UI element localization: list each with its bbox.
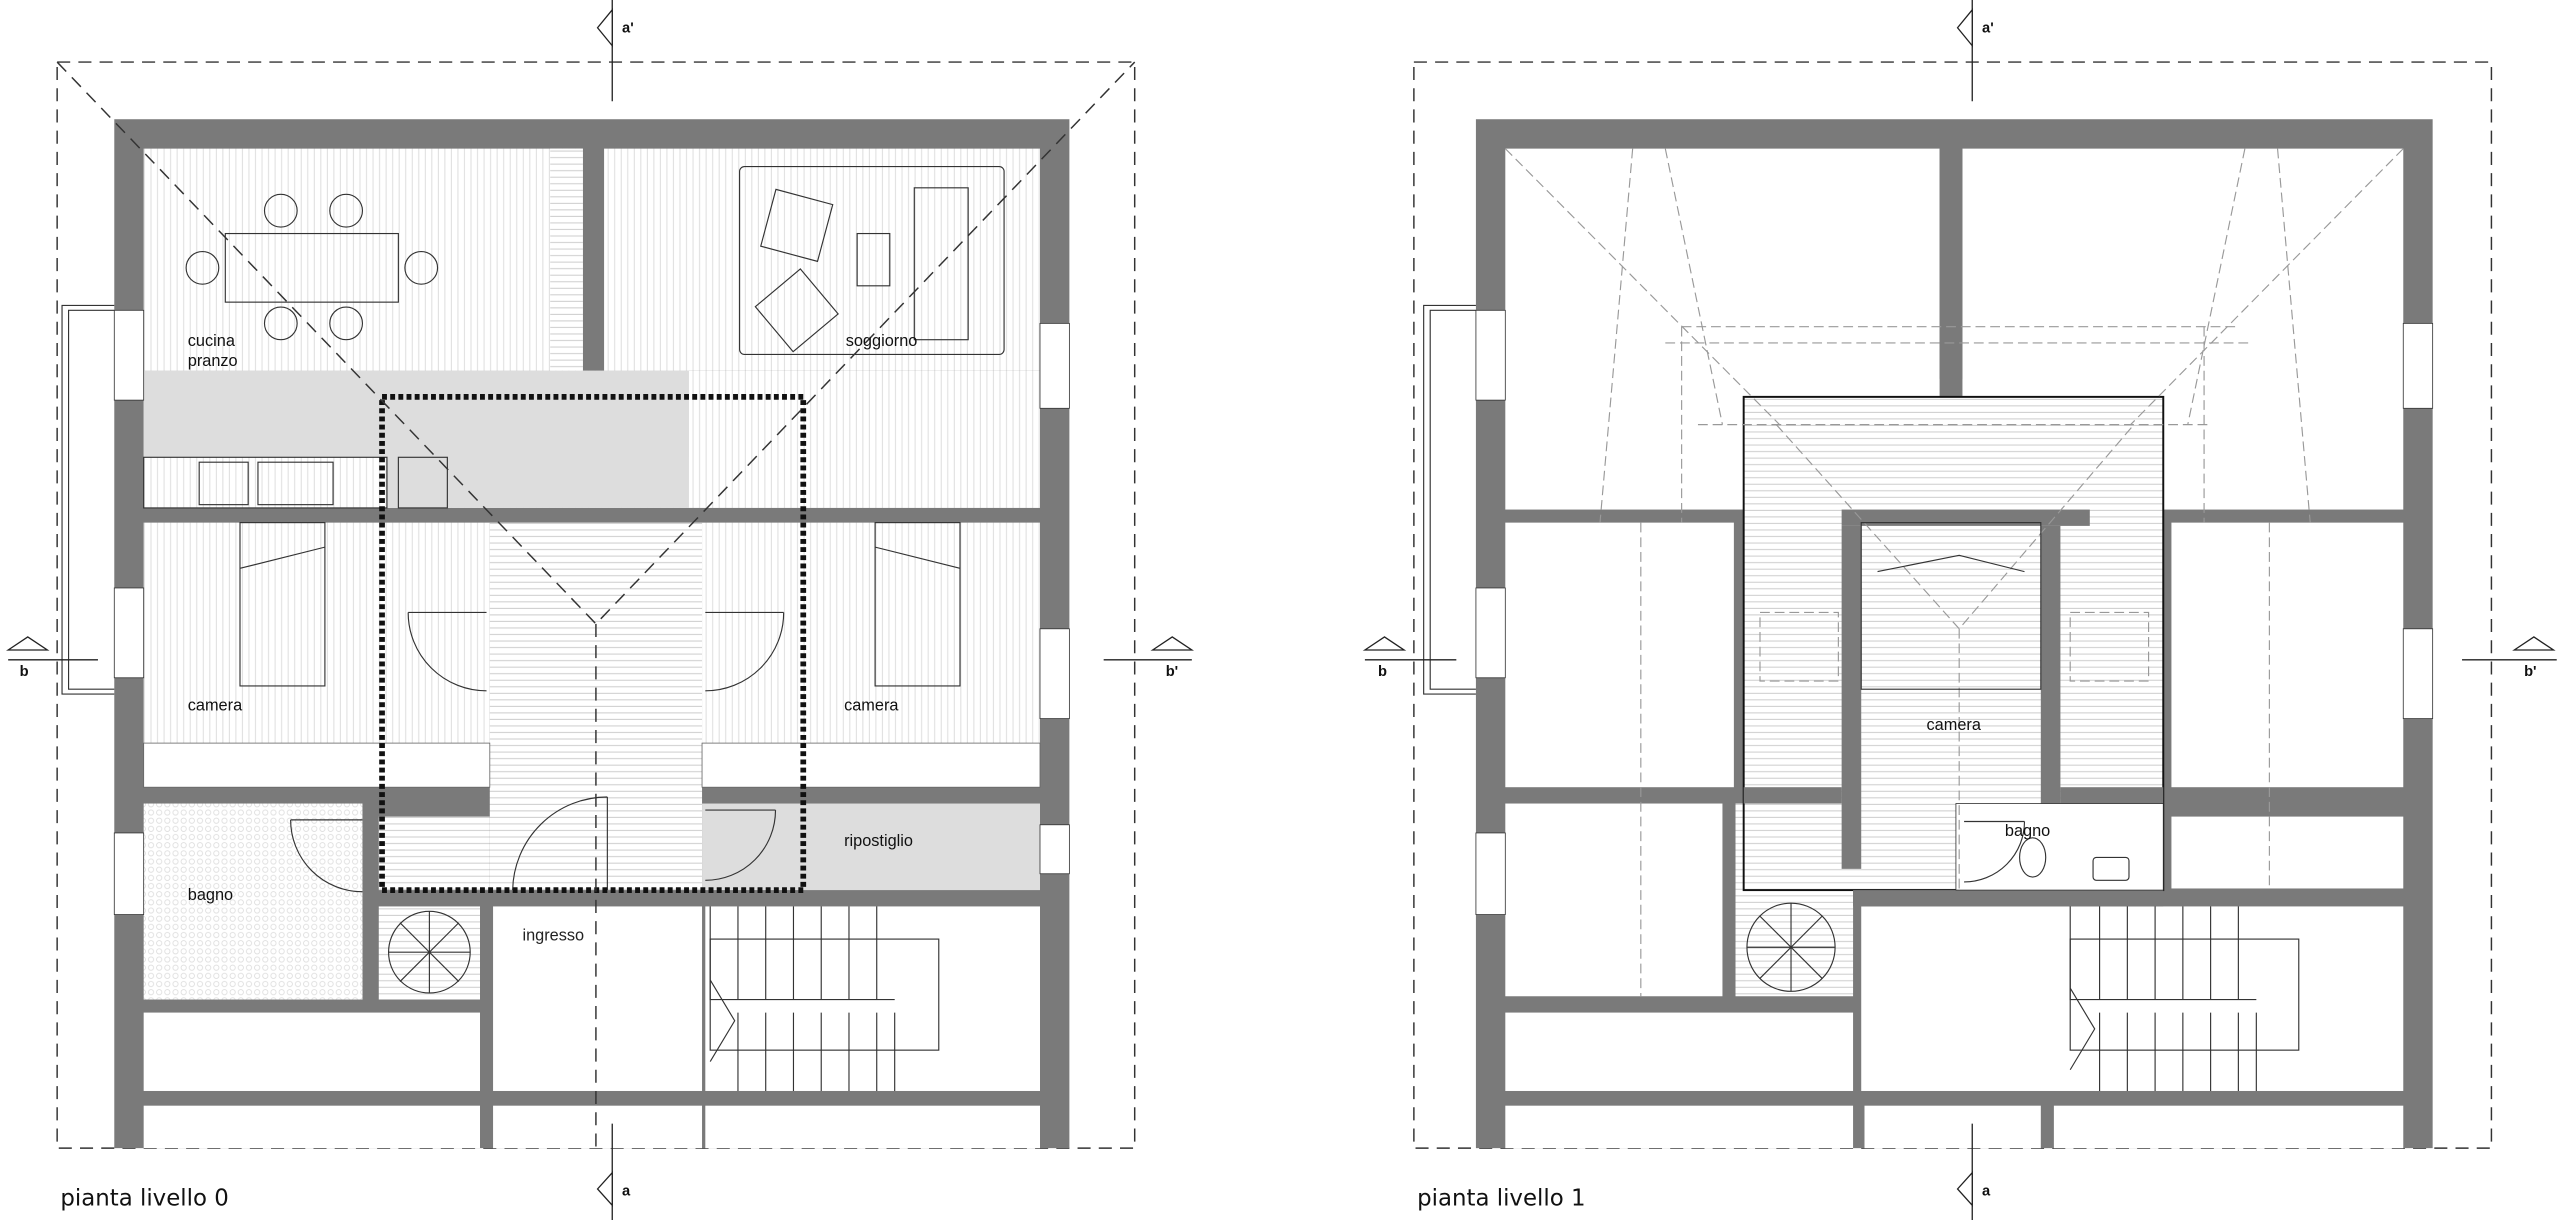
room-low-left: [1505, 803, 1723, 997]
room-label-camera-left: camera: [188, 696, 243, 714]
svg-text:a': a': [622, 21, 634, 37]
strip-3: [705, 1105, 1040, 1149]
living-furniture: [739, 166, 1005, 355]
balcony: [1423, 304, 1476, 695]
windows: [113, 309, 1070, 915]
kitchen-appliances: [143, 456, 448, 509]
room-low-right: [2171, 816, 2404, 889]
section-marker-a-bottom: a: [596, 1123, 631, 1220]
svg-text:a: a: [1982, 1184, 1991, 1200]
living-room: [604, 148, 1040, 371]
storage-room: [702, 803, 1040, 891]
strip-1: [1505, 1105, 1854, 1149]
section-marker-b-right: b': [1103, 636, 1194, 680]
svg-text:b': b': [1166, 664, 1178, 680]
room-label-bagno: bagno: [188, 886, 233, 904]
section-marker-b-right: b': [2462, 636, 2557, 680]
svg-text:b: b: [1378, 664, 1387, 680]
spiral-stair-icon: [1746, 902, 1836, 992]
section-marker-a-top: a': [1956, 0, 1994, 102]
roof-structure-lines: [1504, 148, 2404, 997]
room-label-camera-right: camera: [844, 696, 899, 714]
wardrobe-right: [701, 742, 1041, 788]
plan-level-1: camera bagno pianta livello 1 a' a b b': [1362, 0, 2557, 1220]
stairs: [709, 906, 940, 1091]
room-label-cucina: cucina: [188, 332, 236, 350]
svg-text:b: b: [20, 664, 29, 680]
inner-walls: [1743, 148, 2164, 907]
room-label-camera: camera: [1927, 716, 1982, 734]
section-marker-a-top: a': [596, 0, 634, 102]
beds: [239, 522, 961, 687]
room-bottom-left: [143, 1012, 480, 1091]
bed: [1860, 522, 2042, 690]
room-label-soggiorno: soggiorno: [846, 332, 918, 350]
plan-title-level-0: pianta livello 0: [60, 1185, 228, 1211]
svg-text:a': a': [1982, 21, 1994, 37]
entrance: [493, 906, 703, 1091]
kitchen-gray-area: [386, 396, 689, 508]
wardrobe-left: [143, 742, 491, 788]
roof-ridge-lines: [56, 61, 1136, 1149]
stairs: [2069, 906, 2300, 1091]
room-label-pranzo: pranzo: [188, 352, 238, 370]
balcony: [61, 304, 115, 695]
strip-1: [143, 1105, 480, 1149]
room-mid-left: [1505, 522, 1734, 788]
room-mid-right: [2171, 522, 2404, 788]
roof-outline: [56, 61, 1136, 1149]
bathroom-shower: [277, 922, 363, 1000]
bathroom-fixtures: [1964, 820, 2130, 883]
room-label-ingresso: ingresso: [522, 927, 584, 945]
room-bottom-left: [1505, 1012, 1854, 1091]
hall: [489, 522, 703, 891]
windows: [1475, 309, 2434, 915]
section-marker-b-left: b: [1362, 636, 1457, 680]
strip-2: [1864, 1105, 2041, 1149]
roof-outline: [1413, 61, 2493, 1149]
spiral-stair-icon: [388, 910, 471, 994]
hatched-strip: [550, 148, 583, 371]
svg-text:b': b': [2524, 664, 2536, 680]
plan-title-level-1: pianta livello 1: [1417, 1185, 1585, 1211]
room-label-bagno: bagno: [2005, 822, 2050, 840]
rooms: [143, 148, 1041, 1149]
strip-2: [493, 1105, 703, 1149]
svg-text:a: a: [622, 1184, 631, 1200]
stair-hall: [705, 906, 1040, 1091]
room-label-ripostiglio: ripostiglio: [844, 832, 913, 850]
stair-hall: [1861, 906, 2404, 1091]
section-marker-a-bottom: a: [1956, 1123, 1991, 1220]
doors: [290, 611, 785, 893]
plan-level-0: cucina pranzo soggiorno camera camera ba…: [6, 0, 1194, 1220]
strip-3: [2053, 1105, 2404, 1149]
dining-table: [185, 193, 439, 341]
section-marker-b-left: b: [6, 636, 98, 680]
landing: [378, 816, 490, 891]
